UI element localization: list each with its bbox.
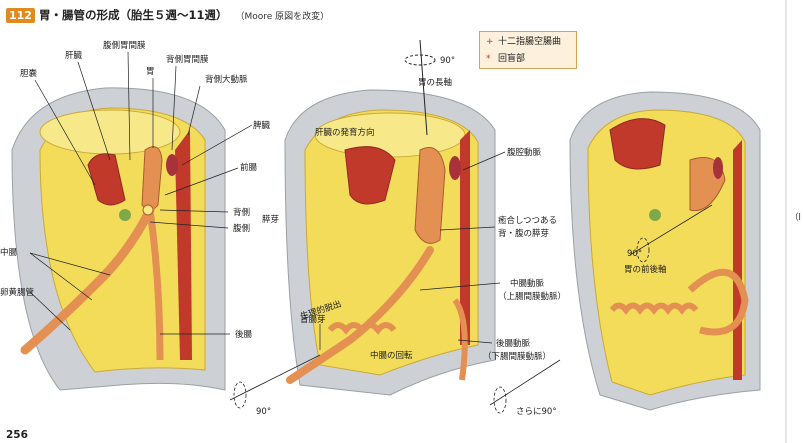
legend-box: + 十二指腸空腸曲 * 回盲部 bbox=[479, 31, 577, 69]
label-midgut: 中腸 bbox=[0, 247, 18, 258]
label-fusing-2: 背・腹の膵芽 bbox=[498, 228, 549, 239]
label-ima: （下腸間膜動脈） bbox=[483, 351, 551, 362]
small-intestine-3 bbox=[609, 302, 699, 315]
label-dorsal-aorta: 背側大動脈 bbox=[205, 74, 248, 85]
leader-lines bbox=[29, 51, 506, 350]
gallbladder-1 bbox=[119, 209, 131, 221]
label-dorsal: 背側 bbox=[233, 207, 250, 218]
label-ventral-mesogastrium: 腹側胃間膜 bbox=[103, 40, 146, 51]
spleen-3 bbox=[713, 157, 723, 179]
label-cecal-bud: 盲腸芽 bbox=[300, 314, 326, 325]
spleen-1 bbox=[166, 154, 178, 176]
legend-item-ileocecal: * 回盲部 bbox=[486, 51, 570, 68]
legend-label: 十二指腸空腸曲 bbox=[498, 37, 562, 47]
aorta-1 bbox=[175, 130, 192, 360]
cavity-3 bbox=[587, 109, 746, 396]
pancreas-bud-1 bbox=[142, 204, 154, 216]
label-hindgut: 後腸 bbox=[235, 329, 253, 340]
liver-1 bbox=[87, 153, 126, 206]
label-rot90-mid: 90° bbox=[627, 249, 642, 259]
rotation-axes bbox=[229, 204, 713, 414]
spleen-2 bbox=[449, 156, 461, 180]
legend-item-duodenojejunal: + 十二指腸空腸曲 bbox=[486, 34, 570, 51]
legend-symbol: * bbox=[486, 54, 491, 64]
label-fusing-1: 癒合しつつある bbox=[498, 215, 557, 226]
label-stomach: 胃 bbox=[146, 67, 155, 77]
label-dorsal-mesogastrium: 背側胃間膜 bbox=[166, 54, 209, 65]
label-spleen: 脾臓 bbox=[253, 120, 271, 131]
label-sma: （上腸間膜動脈） bbox=[498, 291, 566, 302]
labels: 胆嚢 肝臓 腹側胃間膜 胃 背側胃間膜 背側大動脈 脾臓 前腸 背側 腹側 膵芽… bbox=[0, 40, 801, 417]
figure-source: （Moore 原図を改変） bbox=[235, 11, 330, 22]
label-pancreatic-bud: 膵芽 bbox=[262, 214, 279, 225]
colon-3 bbox=[687, 268, 749, 336]
label-midgut-rotation: 中腸の回転 bbox=[370, 350, 413, 361]
legend-symbol: + bbox=[486, 37, 494, 47]
label-celiac-artery: 腹腔動脈 bbox=[507, 147, 542, 158]
label-midgut-artery: 中腸動脈 bbox=[510, 278, 545, 289]
label-foregut: 前腸 bbox=[240, 162, 258, 173]
label-ventral: 腹側 bbox=[233, 223, 250, 234]
stomach-2 bbox=[414, 147, 446, 244]
liver-2 bbox=[344, 146, 396, 205]
midgut-2 bbox=[286, 246, 434, 384]
hindgut-1 bbox=[146, 209, 164, 361]
herniated-loop-2 bbox=[327, 322, 397, 335]
cavity-1 bbox=[39, 107, 206, 373]
figure-number-badge: 112 bbox=[6, 7, 35, 23]
label-hindgut-artery: 後腸動脈 bbox=[496, 338, 531, 349]
label-vitelline-duct: 卵黄腸管 bbox=[0, 287, 34, 298]
label-stomach-ap-axis: 胃の前後軸 bbox=[624, 264, 667, 275]
label-liver-growth: 肝臓の発育方向 bbox=[315, 127, 375, 138]
panel-week11 bbox=[569, 91, 761, 411]
label-liver: 肝臓 bbox=[65, 50, 83, 61]
aorta-3 bbox=[733, 140, 742, 380]
label-rot90-bottom: 90° bbox=[256, 407, 271, 417]
label-stomach-long-axis: 胃の長軸 bbox=[418, 77, 452, 88]
figure-title: 胃・腸管の形成（胎生５週〜11週） bbox=[38, 8, 228, 22]
legend-label: 回盲部 bbox=[498, 54, 526, 64]
label-rot90-top: 90° bbox=[440, 56, 455, 66]
gallbladder-3 bbox=[649, 209, 661, 221]
liver-3 bbox=[609, 118, 666, 170]
page-number: 256 bbox=[6, 429, 28, 441]
rotation-indicator-top bbox=[404, 54, 436, 66]
hindgut-2 bbox=[452, 298, 468, 381]
label-further-90: さらに90° bbox=[516, 407, 557, 417]
panel-week5 bbox=[11, 87, 226, 391]
panel-week7 bbox=[284, 39, 496, 396]
label-cut-right: （l bbox=[790, 212, 801, 223]
figure-header: 112 胃・腸管の形成（胎生５週〜11週） （Moore 原図を改変） bbox=[6, 7, 329, 23]
stomach-axis-2 bbox=[419, 39, 428, 136]
cavity-top-1 bbox=[39, 109, 181, 155]
label-gallbladder: 胆嚢 bbox=[20, 68, 38, 79]
aorta-2 bbox=[460, 130, 470, 345]
midgut-1 bbox=[20, 205, 155, 355]
